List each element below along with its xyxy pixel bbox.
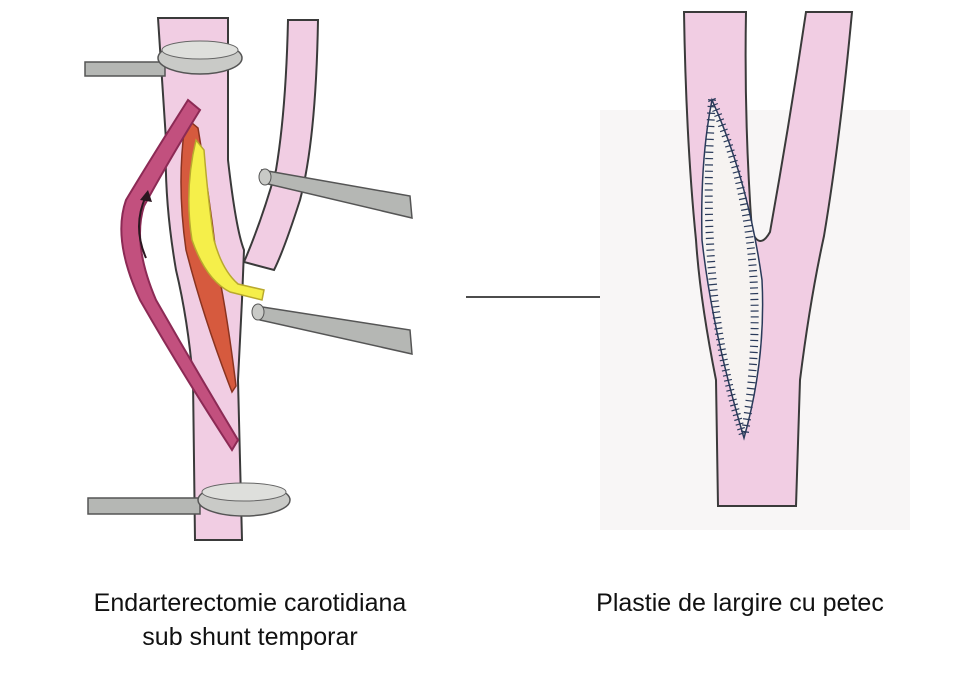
lower-vessel-clamp [88,483,290,516]
suture-stitch [748,376,756,377]
caption-endarterectomy-line2: sub shunt temporar [20,620,480,654]
carotid-external [244,20,318,270]
suture-stitch [707,113,715,114]
suture-stitch [749,370,757,371]
suture-stitch [709,279,717,280]
suture-stitch [709,284,717,285]
suture-stitch [749,276,757,277]
suture-stitch [706,250,714,251]
right-illustration [600,12,910,530]
suture-stitch [748,382,756,383]
suture-stitch [750,352,758,353]
left-illustration [85,18,412,540]
suture-stitch [707,256,715,257]
suture-stitch [748,254,756,255]
caption-endarterectomy-line1: Endarterectomie carotidiana [20,586,480,620]
suture-stitch [749,358,757,359]
suture-stitch [708,267,716,268]
suture-stitch [707,261,715,262]
suture-stitch [707,120,715,121]
suture-stitch [710,295,718,296]
suture-stitch [748,259,756,260]
suture-stitch [749,271,757,272]
suture-stitch [749,364,757,365]
suture-stitch [708,273,716,274]
lower-retractor [252,304,412,354]
suture-stitch [749,265,757,266]
suture-stitch [710,290,718,291]
caption-endarterectomy: Endarterectomie carotidiana sub shunt te… [20,586,480,654]
caption-patch-plasty: Plastie de largire cu petec [530,586,950,620]
